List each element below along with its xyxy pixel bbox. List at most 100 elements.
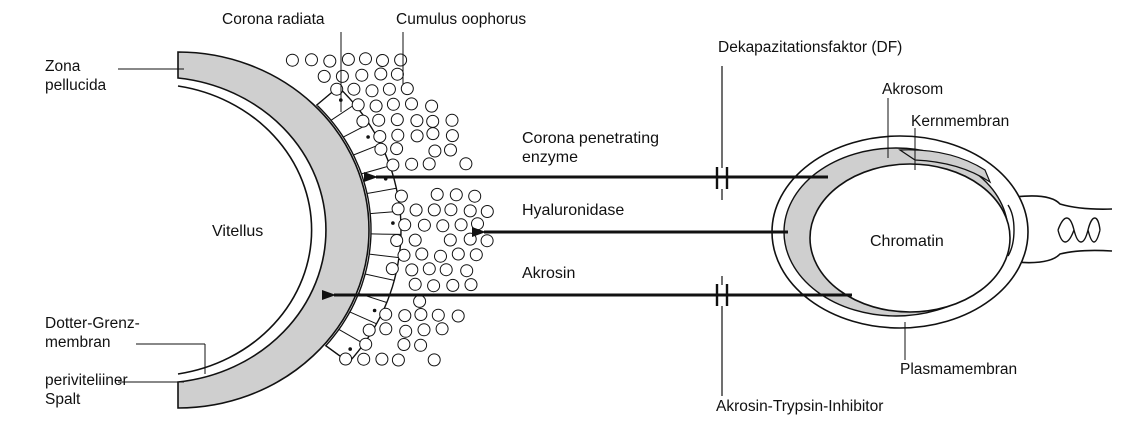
cumulus-cell (339, 352, 353, 366)
cumulus-cell (305, 53, 318, 67)
chromatin-nucleus (809, 163, 1011, 313)
cumulus-cell (397, 338, 411, 351)
kernmembran-cap (898, 149, 992, 184)
cumulus-cell (454, 218, 468, 232)
cumulus-cell (390, 234, 404, 247)
cumulus-cell (375, 352, 389, 366)
corona-cell-nucleus (372, 308, 377, 313)
periviteliiner-spalt-label-line1: periviteliiner (45, 372, 128, 389)
cumulus-cell (359, 337, 373, 351)
sperm-head: Chromatin (771, 135, 1113, 329)
corona-cell-divider (330, 104, 356, 121)
leader-lines (118, 32, 916, 383)
cumulus-cell (415, 247, 429, 261)
cumulus-cell (374, 67, 388, 81)
cumulus-cell (382, 82, 396, 96)
cumulus-cell (427, 353, 441, 367)
corona-penetrating-enzyme-label: Corona penetrating enzyme (522, 129, 659, 167)
corona-cell-nucleus (348, 347, 353, 351)
egg-cell: Vitellus (177, 51, 494, 409)
periviteliiner-spalt-label: periviteliiner Spalt (45, 371, 128, 409)
cumulus-cell (347, 82, 361, 96)
cumulus-cell (391, 202, 405, 216)
corona-radiata-label: Corona radiata (222, 11, 325, 28)
cumulus-cell (379, 307, 393, 321)
zona-pellucida-label-line2: pellucida (45, 77, 107, 94)
cumulus-cell (427, 203, 441, 217)
corona-cell-divider (364, 273, 395, 281)
cumulus-cell (355, 68, 369, 82)
cumulus-cell (369, 99, 383, 113)
cumulus-cell (408, 233, 422, 247)
cumulus-cell (480, 205, 494, 218)
cumulus-cell (330, 82, 344, 96)
cumulus-cell (427, 279, 441, 293)
cumulus-cell (464, 278, 478, 292)
cumulus-cell (374, 142, 388, 156)
cumulus-cell (391, 128, 405, 142)
cumulus-cell (386, 97, 400, 111)
cumulus-cell (398, 309, 412, 323)
cumulus-cell (365, 84, 379, 98)
dotter-grenzmembran-arc (177, 85, 313, 375)
corona-cell-divider (349, 311, 377, 325)
cumulus-cell (341, 52, 355, 66)
dotter-grenzmembran-label-line2: membran (45, 334, 111, 351)
cumulus-cell (422, 157, 436, 171)
cumulus-cell (356, 114, 370, 128)
sperm-neck (1007, 204, 1015, 257)
cumulus-cell (451, 309, 465, 323)
cumulus-cell (430, 187, 444, 201)
cumulus-cell (480, 234, 494, 248)
cumulus-cell (443, 233, 457, 247)
cumulus-cell (414, 308, 428, 321)
cumulus-cell (446, 278, 460, 292)
cumulus-cell (434, 249, 447, 263)
cumulus-cell (431, 308, 445, 322)
cumulus-cell (426, 114, 440, 128)
zona-pellucida-band (177, 51, 370, 409)
akrosin-label: Akrosin (522, 265, 576, 282)
cumulus-cell (405, 263, 419, 277)
cumulus-cell (376, 54, 389, 67)
cumulus-cell (399, 324, 413, 338)
cumulus-cell (357, 352, 371, 366)
cumulus-cell (445, 113, 459, 127)
cumulus-cell (405, 157, 419, 171)
cumulus-cell (390, 113, 404, 127)
cumulus-cell (385, 262, 399, 276)
zona-pellucida-label: Zona pellucida (45, 57, 106, 95)
cumulus-cell (469, 248, 483, 262)
dotter-grenzmembran-label: Dotter-Grenz- membran (45, 314, 140, 352)
corona-penetrating-enzyme-label-line2: enzyme (522, 149, 579, 166)
cumulus-cell (410, 114, 424, 128)
periviteliiner-spalt-label-line2: Spalt (45, 391, 81, 408)
akrosom-label: Akrosom (882, 81, 944, 98)
cumulus-cell (428, 144, 442, 158)
cumulus-cell (422, 262, 436, 276)
cumulus-cell (410, 129, 424, 143)
zona-pellucida-label-line1: Zona (45, 58, 81, 75)
dotter-grenzmembran-label-line1: Dotter-Grenz- (45, 315, 140, 332)
inhibitor-markers (715, 66, 729, 396)
cumulus-cell (468, 189, 482, 203)
hyaluronidase-label: Hyaluronidase (522, 202, 625, 219)
cumulus-cell (391, 353, 405, 367)
cumulus-cell (409, 203, 423, 217)
cumulus-cell (425, 99, 439, 113)
cumulus-cell (405, 97, 418, 111)
cumulus-cell (285, 53, 299, 67)
cumulus-cell (463, 232, 477, 246)
corona-cell-divider (366, 187, 397, 194)
sperm-midpiece-coil (1057, 217, 1101, 243)
cumulus-oophorus-cells (285, 52, 494, 367)
cumulus-cell (373, 130, 387, 143)
cumulus-cell (323, 54, 337, 68)
cumulus-cell (471, 217, 484, 231)
cumulus-cell (317, 69, 331, 83)
cumulus-cell (390, 142, 404, 156)
chromatin-label: Chromatin (870, 233, 944, 250)
cumulus-cell (417, 323, 431, 337)
corona-cell-nucleus (366, 135, 370, 139)
